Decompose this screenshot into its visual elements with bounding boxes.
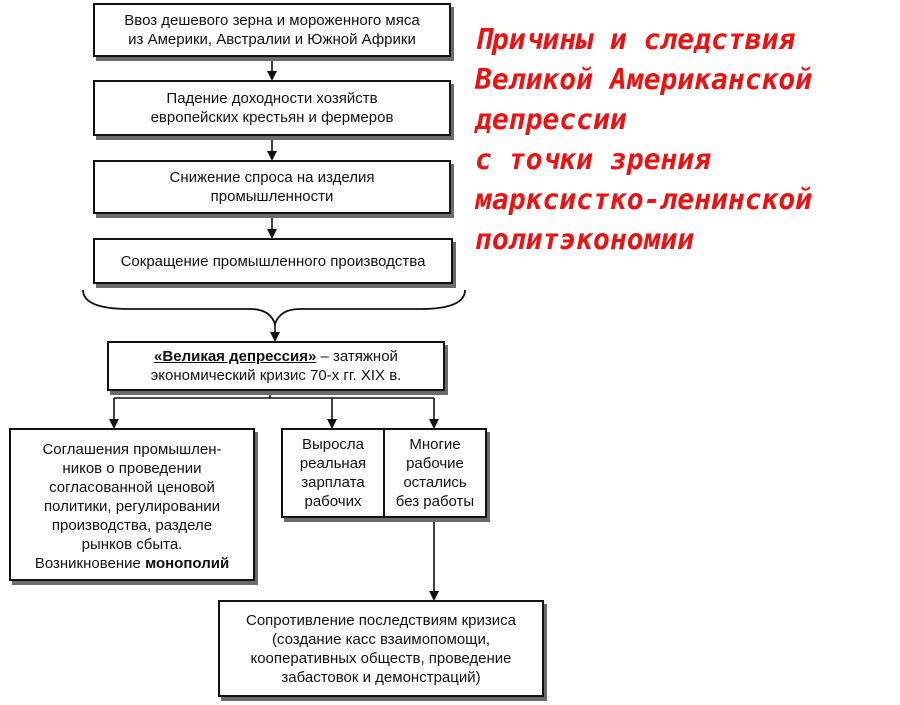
box-great-depression: «Великая депрессия» – затяжной экономиче… bbox=[107, 341, 445, 391]
box-crisis-resistance-line-3: кооперативных обществ, проведение bbox=[250, 649, 512, 667]
box-industrialist-agreements-line-6: рынков сбыта. bbox=[81, 536, 183, 553]
box-real-wages-grew-line-4: рабочих bbox=[304, 493, 362, 510]
box-industrialist-agreements-line-1: Соглашения промышлен- bbox=[42, 441, 222, 458]
box-crisis-resistance-line-4: забастовок и демонстраций) bbox=[281, 668, 481, 686]
curly-brace bbox=[82, 289, 466, 327]
box-grain-import-line-1: Ввоз дешевого зерна и мороженного мяса bbox=[124, 12, 420, 29]
box-grain-import-line-2: из Америки, Австралии и Южной Африки bbox=[128, 31, 416, 48]
box-unemployment: Многие рабочие остались без работы bbox=[383, 428, 487, 518]
monopolies-prefix: Возникновение bbox=[34, 555, 146, 572]
box-real-wages-grew: Выросла реальная зарплата рабочих bbox=[281, 428, 385, 518]
heading-line-3: депрессии bbox=[475, 103, 627, 136]
box-industrialist-agreements: Соглашения промышлен- ников о проведении… bbox=[9, 428, 255, 581]
box-crisis-resistance-line-2: (создание касс взаимопомощи, bbox=[271, 630, 491, 648]
box-industrialist-agreements-line-2: ников о проведении bbox=[62, 460, 202, 477]
box-real-wages-grew-line-1: Выросла bbox=[301, 436, 365, 453]
box-great-depression-line-2: экономический кризис 70-х гг. XIX в. bbox=[150, 367, 402, 384]
box-real-wages-grew-line-2: реальная bbox=[299, 455, 367, 472]
box-unemployment-line-2: рабочие bbox=[406, 455, 464, 472]
box-industrialist-agreements-line-3: согласованной ценовой bbox=[49, 479, 215, 496]
heading-line-2: Великой Американской bbox=[475, 63, 813, 96]
box-demand-decline: Снижение спроса на изделия промышленност… bbox=[93, 160, 451, 214]
box-grain-import: Ввоз дешевого зерна и мороженного мяса и… bbox=[93, 3, 451, 57]
diagram-heading: Причины и следствия Великой Американской… bbox=[475, 20, 895, 260]
box-farm-income-decline-line-1: Падение доходности хозяйств bbox=[166, 90, 378, 107]
heading-line-6: политэкономии bbox=[475, 223, 695, 256]
box-unemployment-line-4: без работы bbox=[395, 493, 475, 510]
heading-line-4: с точки зрения bbox=[475, 143, 712, 176]
great-depression-title: «Великая депрессия» bbox=[154, 348, 317, 365]
box-industrialist-agreements-line-7: Возникновение монополий bbox=[35, 554, 229, 573]
box-industrialist-agreements-line-5: производства, разделе bbox=[51, 517, 213, 534]
box-production-cut-line-1: Сокращение промышленного производства bbox=[120, 252, 426, 270]
box-demand-decline-line-1: Снижение спроса на изделия bbox=[169, 169, 375, 186]
box-unemployment-line-3: остались bbox=[403, 474, 467, 491]
box-farm-income-decline-line-2: европейских крестьян и фермеров bbox=[150, 109, 394, 126]
heading-line-1: Причины и следствия bbox=[475, 23, 796, 56]
box-great-depression-line-1: «Великая депрессия» – затяжной bbox=[154, 347, 398, 366]
heading-line-5: марксистко-ленинской bbox=[475, 183, 813, 216]
box-production-cut: Сокращение промышленного производства bbox=[93, 238, 453, 284]
box-unemployment-line-1: Многие bbox=[409, 436, 461, 453]
box-demand-decline-line-2: промышленности bbox=[210, 188, 334, 205]
great-depression-title-suffix: – затяжной bbox=[316, 348, 398, 365]
box-crisis-resistance-line-1: Сопротивление последствиям кризиса bbox=[246, 611, 516, 629]
box-crisis-resistance: Сопротивление последствиям кризиса (созд… bbox=[218, 600, 544, 697]
box-industrialist-agreements-line-4: политики, регулировании bbox=[43, 498, 221, 515]
monopolies-word: монополий bbox=[145, 555, 230, 572]
box-real-wages-grew-line-3: зарплата bbox=[301, 474, 365, 491]
box-farm-income-decline: Падение доходности хозяйств европейских … bbox=[93, 80, 451, 136]
